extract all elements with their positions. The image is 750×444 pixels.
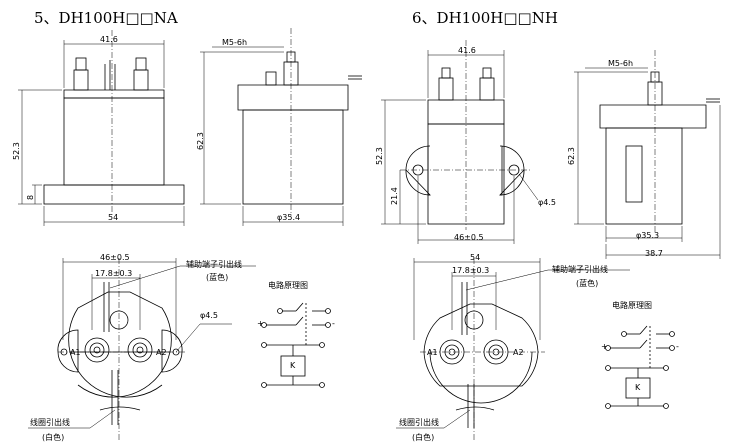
s1-bottom-view	[28, 258, 256, 440]
s2-dim-flange-width: 54	[470, 253, 481, 262]
s2-aux-lead-label: 辅助端子引出线	[552, 265, 608, 274]
s2-dim-depth: 38.7	[645, 249, 663, 258]
s1-dim-mount-spacing: 46±0.5	[100, 253, 130, 262]
s1-dim-thread: M5-6h	[222, 38, 248, 47]
s2-dim-mount-spacing: 46±0.5	[454, 233, 484, 242]
s2-dim-side-height: 62.3	[567, 147, 576, 165]
s2-front-view	[381, 40, 539, 244]
s1-dim-side-height: 62.3	[196, 132, 205, 150]
s1-dim-hole: φ4.5	[200, 311, 218, 320]
s1-aux-lead-label: 辅助端子引出线	[186, 260, 242, 269]
s1-side-view	[200, 28, 362, 226]
s2-minus: -	[676, 342, 679, 351]
s2-circuit-title: 电路原理图	[612, 301, 652, 310]
s1-terminal-a1: A1	[70, 348, 81, 357]
s1-circuit	[261, 302, 331, 388]
s1-minus: -	[332, 319, 335, 328]
s1-dim-base-height: 8	[26, 194, 35, 200]
s2-title: 6、DH100H□□NH	[412, 9, 558, 27]
s2-terminal-a2: A2	[513, 348, 524, 357]
s1-title: 5、DH100H□□NA	[34, 9, 178, 27]
s2-terminal-a1: A1	[427, 348, 438, 357]
s2-aux-lead-color: (蓝色)	[576, 279, 599, 288]
s2-dim-flange-height: 21.4	[390, 187, 399, 205]
s2-side-view	[574, 50, 721, 259]
s1-coil-label: K	[290, 361, 296, 370]
s1-dim-aux-spacing: 17.8±0.3	[95, 269, 133, 278]
s2-plus: +	[601, 342, 608, 351]
s2-dim-diameter: φ35.3	[636, 231, 660, 240]
s2-dim-height: 52.3	[375, 147, 384, 165]
s2-dim-thread: M5-6h	[608, 59, 634, 68]
s2-dim-top-width: 41.6	[458, 46, 476, 55]
s1-coil-lead-label: 线圈引出线	[30, 418, 70, 427]
s1-dim-height: 52.3	[12, 142, 21, 160]
s1-aux-lead-color: (蓝色)	[206, 273, 229, 282]
s1-dim-base-width: 54	[108, 213, 119, 222]
s2-coil-label: K	[635, 383, 641, 392]
s2-coil-lead-label: 线圈引出线	[399, 418, 439, 427]
s2-dim-aux-spacing: 17.8±0.3	[452, 266, 490, 275]
s2-coil-lead-color: (白色)	[412, 433, 435, 442]
s2-circuit	[605, 325, 675, 409]
s1-front-view	[18, 30, 185, 226]
s1-terminal-a2: A2	[156, 348, 167, 357]
s1-plus: +	[257, 319, 264, 328]
s1-dim-top-width: 41.6	[100, 35, 118, 44]
s2-bottom-view	[396, 258, 630, 440]
s1-circuit-title: 电路原理图	[268, 281, 308, 290]
s2-dim-hole-side: φ4.5	[538, 198, 556, 207]
s1-coil-lead-color: (白色)	[42, 433, 65, 442]
s1-dim-diameter: φ35.4	[277, 213, 301, 222]
